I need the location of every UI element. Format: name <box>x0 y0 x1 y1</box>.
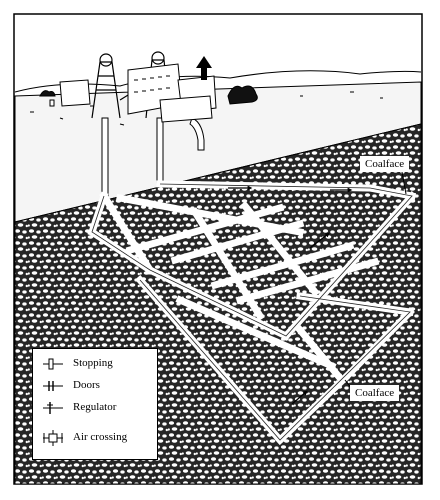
coalface-top-label: Coalface <box>360 156 410 172</box>
doors-symbol <box>43 381 63 391</box>
legend-label-regulator: Regulator <box>73 401 117 413</box>
legend-row-doors: Doors <box>33 375 157 397</box>
surface-buildings <box>49 63 217 123</box>
legend-label-air-crossing: Air crossing <box>73 431 128 443</box>
air-crossing-symbol <box>43 430 63 446</box>
coalface-top-leader <box>401 171 407 195</box>
stopping-symbol <box>43 358 63 370</box>
roadway-edges <box>91 183 413 441</box>
trees <box>39 85 258 105</box>
regulator-symbol <box>43 402 63 414</box>
legend-row-air-crossing: Air crossing <box>33 427 157 449</box>
legend-label-stopping: Stopping <box>73 357 113 369</box>
ventilation-airflow-arrow <box>196 56 212 80</box>
coalface-bottom-label: Coalface <box>350 385 400 401</box>
legend: Stopping Doors Regulator Air crossing <box>32 348 158 460</box>
legend-row-stopping: Stopping <box>33 353 157 375</box>
legend-label-doors: Doors <box>73 379 100 391</box>
airflow-arrows <box>228 185 353 405</box>
legend-row-regulator: Regulator <box>33 397 157 419</box>
